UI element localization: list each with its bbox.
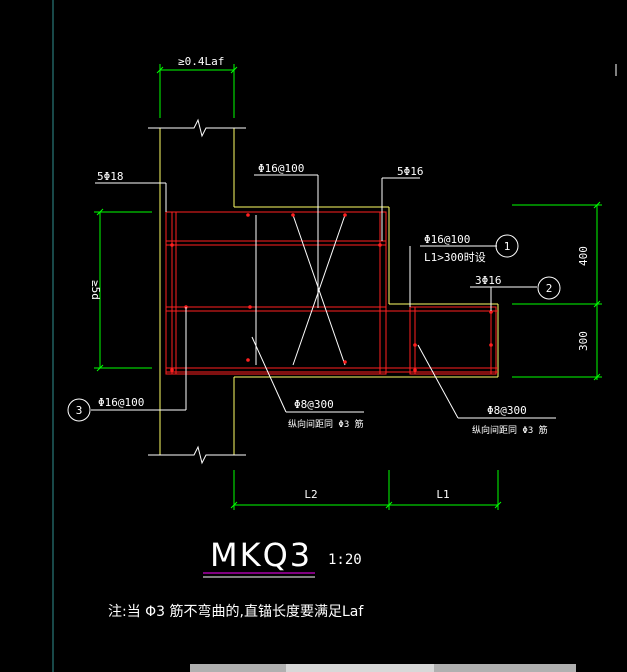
scrollbar-thumb[interactable] xyxy=(286,664,434,672)
diagonal-bars xyxy=(255,214,346,366)
dim-l1-label: L1 xyxy=(436,488,449,501)
top-right-bars-label: 5Φ16 xyxy=(397,165,424,178)
mid-stirrup-label: Φ16@100 xyxy=(258,162,304,175)
callout-1-label: 1 xyxy=(504,240,511,253)
callout-2-circle xyxy=(537,276,561,300)
callout-3-circle xyxy=(67,398,91,422)
leader-lines xyxy=(91,174,556,419)
drawing-scale: 1:20 xyxy=(328,552,362,568)
right-bars-label: 3Φ16 xyxy=(475,274,502,287)
break-line-bottom xyxy=(148,445,246,465)
drawing-title: MKQ3 xyxy=(210,536,312,574)
rebar-dots xyxy=(170,213,493,372)
tie-right-note: 纵向间距同 Φ3 筋 xyxy=(472,424,548,436)
callout-3-label: 3 xyxy=(76,404,83,417)
left-stirrup-label: Φ16@100 xyxy=(98,396,144,409)
top-left-bars-label: 5Φ18 xyxy=(97,170,124,183)
callout-1-circle xyxy=(495,234,519,258)
right-stirrup-label: Φ16@100 xyxy=(424,233,470,246)
dim-right-upper-label: 400 xyxy=(577,246,590,266)
tie-center-label: Φ8@300 xyxy=(294,398,334,411)
right-condition-label: L1>300时设 xyxy=(424,251,486,264)
break-line-top xyxy=(148,118,246,138)
drawing-note: 注:当 Φ3 筋不弯曲的,直锚长度要满足Laf xyxy=(108,603,364,620)
callout-2-label: 2 xyxy=(546,282,553,295)
tie-right-label: Φ8@300 xyxy=(487,404,527,417)
dimension-lines xyxy=(94,64,602,510)
left-height-label: ≥5d xyxy=(89,280,102,300)
anchor-min-label: ≥0.4Laf xyxy=(178,55,224,68)
dim-l2-label: L2 xyxy=(304,488,317,501)
tie-center-note: 纵向间距同 Φ3 筋 xyxy=(288,418,364,430)
rebar-cage xyxy=(165,211,498,375)
dim-right-lower-label: 300 xyxy=(577,331,590,351)
